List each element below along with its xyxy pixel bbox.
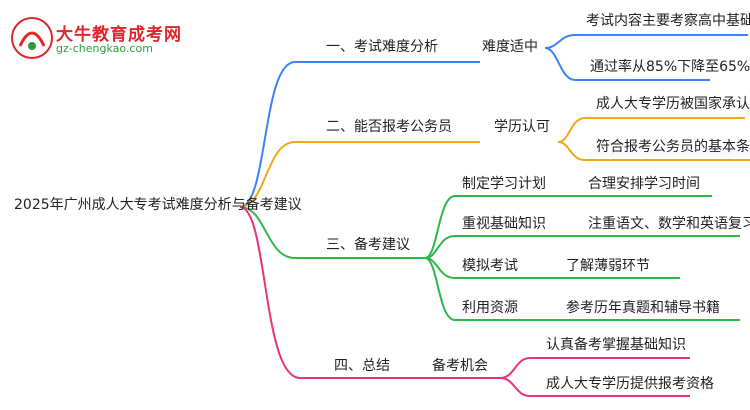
branch-3-item-3-leaf: 了解薄弱环节 <box>566 258 650 274</box>
branch-3-to-item-2 <box>424 235 540 259</box>
logo-mark-icon <box>11 17 53 59</box>
branch-2-lines <box>239 117 750 208</box>
branch-2-leaf-1: 成人大专学历被国家承认 <box>596 96 750 112</box>
branch-2-to-leaf-1 <box>557 117 745 143</box>
root-topic: 2025年广州成人大专考试难度分析与备考建议 <box>14 197 302 213</box>
branch-1-label: 一、考试难度分析 <box>326 39 438 55</box>
branch-2-sub: 学历认可 <box>494 119 550 135</box>
branch-3-item-2-leaf: 注重语文、数学和英语复习 <box>588 216 750 232</box>
root-to-branch-2 <box>239 141 296 208</box>
branch-1-leaf-1: 考试内容主要考察高中基础知识 <box>586 13 750 29</box>
branch-2-leaf-2: 符合报考公务员的基本条件 <box>596 139 750 155</box>
branch-3-item-1-leaf: 合理安排学习时间 <box>588 176 700 192</box>
branch-2-to-leaf-2 <box>557 141 750 161</box>
logo-url: gz-chengkao.com <box>56 42 153 55</box>
branch-1-to-leaf-2 <box>544 47 710 81</box>
branch-3-item-2: 重视基础知识 <box>462 216 546 232</box>
branch-3-item-3: 模拟考试 <box>462 258 518 274</box>
branch-1-to-leaf-1 <box>544 34 748 49</box>
root-to-branch-1 <box>239 61 296 208</box>
branch-1-leaf-2: 通过率从85%下降至65% <box>590 59 750 75</box>
branch-1-sub: 难度适中 <box>482 39 538 55</box>
branch-4-lines <box>239 206 690 397</box>
branch-4-label: 四、总结 <box>334 358 390 374</box>
site-logo: 大牛教育成考网 gz-chengkao.com <box>10 16 210 60</box>
branch-3-item-1: 制定学习计划 <box>462 176 546 192</box>
branch-3-to-item-1 <box>424 195 540 259</box>
branch-3-to-item-4 <box>424 257 540 321</box>
branch-4-to-leaf-2 <box>499 377 690 397</box>
branch-3-label: 三、备考建议 <box>326 237 410 253</box>
root-to-branch-3 <box>239 206 296 259</box>
branch-4-leaf-1: 认真备考掌握基础知识 <box>546 337 686 353</box>
logo-name: 大牛教育成考网 <box>56 25 182 45</box>
branch-3-lines <box>239 195 740 321</box>
branch-4-leaf-2: 成人大专学历提供报考资格 <box>546 376 714 392</box>
branch-3-item-4-leaf: 参考历年真题和辅导书籍 <box>566 300 720 316</box>
root-to-branch-4 <box>239 206 301 379</box>
branch-4-to-leaf-1 <box>499 357 690 379</box>
branch-1-lines <box>239 34 748 208</box>
branch-4-sub: 备考机会 <box>432 358 488 374</box>
branch-2-label: 二、能否报考公务员 <box>326 119 452 135</box>
branch-3-item-4: 利用资源 <box>462 300 518 316</box>
